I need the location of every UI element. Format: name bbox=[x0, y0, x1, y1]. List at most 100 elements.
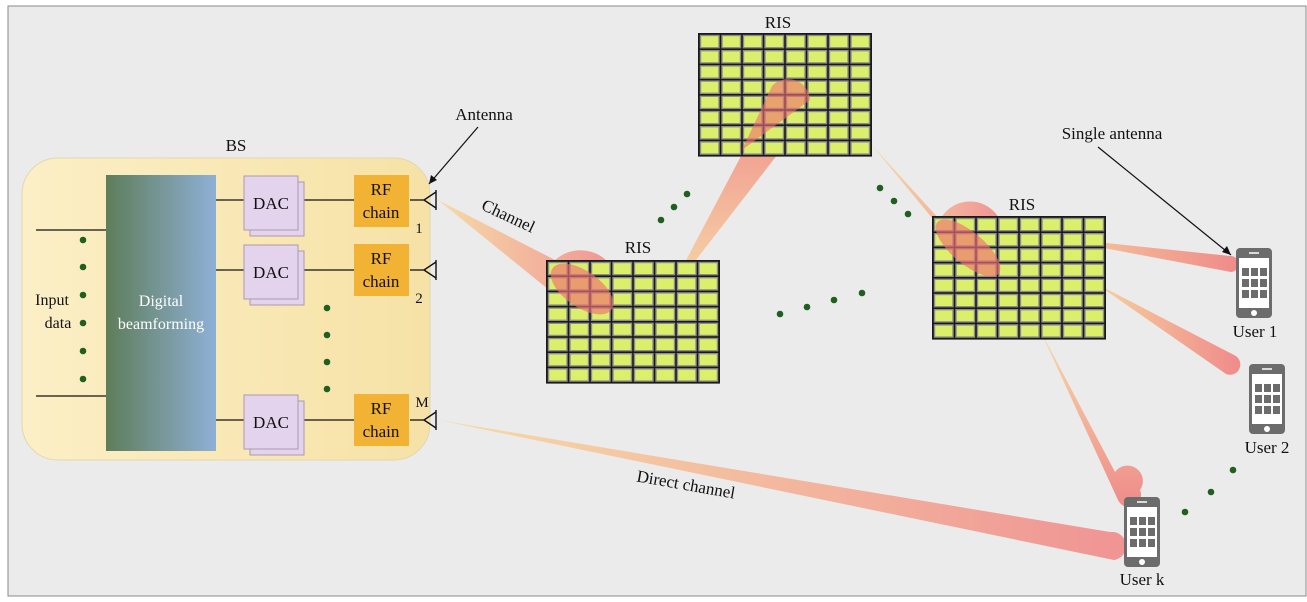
ris-element bbox=[590, 353, 611, 367]
beam-ris3-userk bbox=[1040, 330, 1143, 508]
ris-element bbox=[933, 324, 954, 338]
beamforming-label-1: Digital bbox=[139, 293, 184, 310]
single-antenna-arrow bbox=[1097, 146, 1232, 256]
ris-element bbox=[850, 65, 871, 79]
ris-element bbox=[1041, 248, 1062, 262]
digital-beamforming-block bbox=[106, 175, 216, 451]
input-dots bbox=[79, 236, 87, 383]
ris-element bbox=[721, 95, 742, 110]
ris-element bbox=[655, 307, 676, 322]
ris-element bbox=[1041, 293, 1062, 308]
dac-label-2: DAC bbox=[253, 263, 289, 282]
ris-element bbox=[850, 34, 871, 49]
ris-element bbox=[698, 353, 719, 367]
phone-icon-user-k bbox=[1124, 497, 1160, 567]
ris-dots bbox=[657, 184, 912, 318]
ris-element bbox=[699, 80, 720, 94]
bs-title: BS bbox=[226, 136, 247, 155]
ris-element bbox=[764, 141, 785, 155]
ris-element bbox=[612, 307, 633, 322]
ris-element bbox=[785, 34, 806, 49]
rf-chain-m: RF chain bbox=[354, 394, 409, 446]
ris-element bbox=[721, 110, 742, 125]
ris-element bbox=[633, 353, 654, 367]
ris-element bbox=[655, 337, 676, 352]
ris-element bbox=[933, 263, 954, 278]
ris-element bbox=[807, 34, 828, 49]
ris-element bbox=[828, 110, 849, 125]
ris-element bbox=[569, 322, 590, 337]
phone-icon-user-2 bbox=[1249, 364, 1285, 434]
ris-element bbox=[785, 65, 806, 79]
ris-element bbox=[785, 141, 806, 155]
ris-element bbox=[698, 277, 719, 291]
ris-element bbox=[547, 353, 568, 367]
ris1-hit-spot bbox=[550, 263, 614, 315]
ris-element bbox=[633, 277, 654, 291]
antenna-arrow-head bbox=[429, 175, 437, 184]
ris-element bbox=[569, 368, 590, 382]
ris-element bbox=[1062, 309, 1083, 323]
single-antenna-arrow-head bbox=[1222, 246, 1231, 255]
ris-element bbox=[850, 95, 871, 110]
ris-element bbox=[698, 307, 719, 322]
ris-element bbox=[699, 50, 720, 64]
ris-element bbox=[1019, 217, 1040, 232]
ris-element bbox=[1084, 324, 1105, 338]
ris-element bbox=[721, 50, 742, 64]
ris-element bbox=[933, 278, 954, 293]
ris2-hit-spot bbox=[742, 79, 810, 150]
ris-element bbox=[612, 261, 633, 276]
ris-element bbox=[1084, 293, 1105, 308]
ris-element bbox=[590, 368, 611, 382]
rf-chain-2: RF chain bbox=[354, 244, 409, 296]
ris-label-3: RIS bbox=[1009, 195, 1035, 214]
ris-element bbox=[1062, 293, 1083, 308]
dac-block-m: DAC bbox=[243, 394, 305, 456]
ris-element bbox=[1084, 278, 1105, 293]
ris-element bbox=[828, 50, 849, 64]
ris-element bbox=[569, 337, 590, 352]
ris-element bbox=[742, 65, 763, 79]
ris-element bbox=[807, 110, 828, 125]
antenna-index-2: 2 bbox=[415, 291, 423, 307]
ris-element bbox=[1062, 248, 1083, 262]
ris-element bbox=[698, 368, 719, 382]
ris-element bbox=[976, 309, 997, 323]
rf-label-1a: RF bbox=[371, 180, 392, 199]
ris-element bbox=[764, 34, 785, 49]
chain-dots bbox=[323, 304, 331, 393]
ris-element bbox=[764, 50, 785, 64]
ris-element bbox=[676, 277, 697, 291]
ris-element bbox=[699, 34, 720, 49]
ris-element bbox=[612, 322, 633, 337]
ris-element bbox=[1041, 324, 1062, 338]
ris-element bbox=[955, 278, 976, 293]
rf-label-2a: RF bbox=[371, 249, 392, 268]
user-k-label: User k bbox=[1120, 570, 1165, 589]
beam-ris3-user2 bbox=[1095, 283, 1241, 375]
ris-element bbox=[998, 324, 1019, 338]
ris-element bbox=[676, 261, 697, 276]
ris-element bbox=[676, 353, 697, 367]
ris-element bbox=[721, 80, 742, 94]
ris-element bbox=[828, 34, 849, 49]
ris-element bbox=[655, 353, 676, 367]
ris-element bbox=[933, 293, 954, 308]
antenna-icon-m bbox=[423, 410, 437, 430]
single-antenna-label: Single antenna bbox=[1062, 124, 1163, 143]
ris-element bbox=[998, 309, 1019, 323]
ris-element bbox=[998, 263, 1019, 278]
ris-element bbox=[633, 292, 654, 306]
ris-element bbox=[998, 248, 1019, 262]
beamforming-label-2: beamforming bbox=[118, 316, 204, 333]
user-1-label: User 1 bbox=[1233, 322, 1278, 341]
ris-element bbox=[655, 292, 676, 306]
ris-element bbox=[850, 110, 871, 125]
ris-element bbox=[976, 278, 997, 293]
ris-element bbox=[655, 261, 676, 276]
ris-element bbox=[1019, 232, 1040, 247]
dac-label-m: DAC bbox=[253, 413, 289, 432]
ris-element bbox=[699, 95, 720, 110]
ris-element bbox=[1019, 278, 1040, 293]
